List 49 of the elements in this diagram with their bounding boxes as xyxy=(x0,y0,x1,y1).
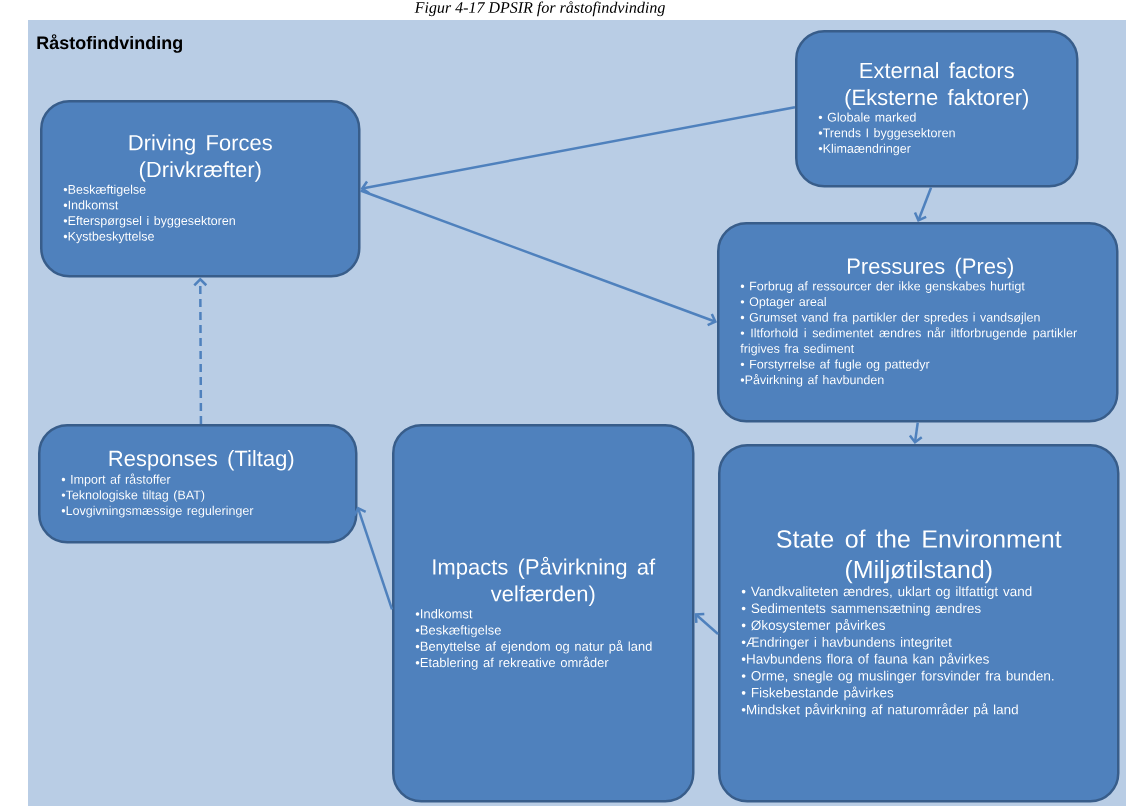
bullet-item: • Iltforhold i sedimentet ændres når iltforbrugende partikler frigives fra sediment xyxy=(740,327,1077,356)
bullet-item: •Lovgivningsmæssige reguleringer xyxy=(61,505,254,518)
bullet-item: •Påvirkning af havbunden xyxy=(740,374,884,387)
arrow xyxy=(193,277,208,424)
dpsir-box xyxy=(392,424,695,803)
bullet-item: •Mindsket påvirkning af naturområder på land xyxy=(741,703,1018,717)
box-heading: State of the Environment (Miljøtilstand) xyxy=(777,529,1062,584)
bullet-item: • Import af råstoffer xyxy=(61,473,171,487)
dpsir-box xyxy=(38,424,358,544)
bullet-item: •Indkomst xyxy=(63,200,119,210)
bullet-item: •Beskæftigelse xyxy=(63,184,146,197)
box-heading: External factors (Eksterne faktorer) xyxy=(845,62,1028,110)
figure-caption: Figur 4-17 DPSIR for råstofindvinding xyxy=(414,1,665,17)
bullet-item: • Økosystemer påvirkes xyxy=(741,618,885,633)
bullet-item: •Kystbeskyttelse xyxy=(63,231,154,244)
arrow xyxy=(908,422,923,444)
dpsir-box xyxy=(718,444,1120,803)
box-heading: Impacts (Påvirkning af velfærden) xyxy=(433,556,656,606)
arrow xyxy=(913,187,933,222)
bullet-item: • Globale marked xyxy=(818,112,916,122)
bullet-item: •Indkomst xyxy=(415,608,473,619)
bullet-item: •Teknologiske tiltag (BAT) xyxy=(61,490,205,502)
arrow xyxy=(694,612,719,635)
arrow xyxy=(360,105,796,195)
bullet-item: • Optager areal xyxy=(740,296,826,309)
dpsir-box xyxy=(40,100,361,278)
bullet-item: • Vandkvaliteten ændres, uklart og iltfattigt vand xyxy=(741,586,1032,599)
arrow xyxy=(353,506,394,610)
bullet-item: •Klimaændringer xyxy=(818,143,911,156)
bullet-item: •Trends I byggesektoren xyxy=(818,128,955,140)
dpsir-box xyxy=(717,222,1119,423)
arrow xyxy=(360,189,717,327)
box-heading: Responses (Tiltag) xyxy=(109,450,294,471)
bullet-item: • Fiskebestande påvirkes xyxy=(741,686,894,701)
diagram-title: Råstofindvinding xyxy=(37,34,182,53)
bullet-item: •Ændringer i havbundens integritet xyxy=(741,636,952,650)
bullet-item: • Grumset vand fra partikler der spredes i vandsøjlen xyxy=(740,312,1040,325)
bullet-item: • Orme, snegle og muslinger forsvinder fra bunden. xyxy=(741,670,1054,684)
box-heading: Pressures (Pres) xyxy=(848,257,1013,279)
bullet-item: •Efterspørgsel i byggesektoren xyxy=(63,215,235,228)
bullet-item: • Forbrug af ressourcer der ikke genskabes hurtigt xyxy=(740,281,1025,293)
dpsir-box xyxy=(795,30,1079,188)
bullet-item: •Etablering af rekreative områder xyxy=(415,656,609,670)
box-heading: Driving Forces (Drivkræfter) xyxy=(129,134,272,182)
bullet-item: •Havbundens flora of fauna kan påvirkes xyxy=(741,652,989,667)
bullet-item: • Sedimentets sammensætning ændres xyxy=(741,603,981,616)
bullet-item: •Beskæftigelse xyxy=(415,625,501,638)
bullet-item: • Forstyrrelse af fugle og pattedyr xyxy=(740,359,930,372)
bullet-item: •Benyttelse af ejendom og natur på land xyxy=(415,640,652,654)
